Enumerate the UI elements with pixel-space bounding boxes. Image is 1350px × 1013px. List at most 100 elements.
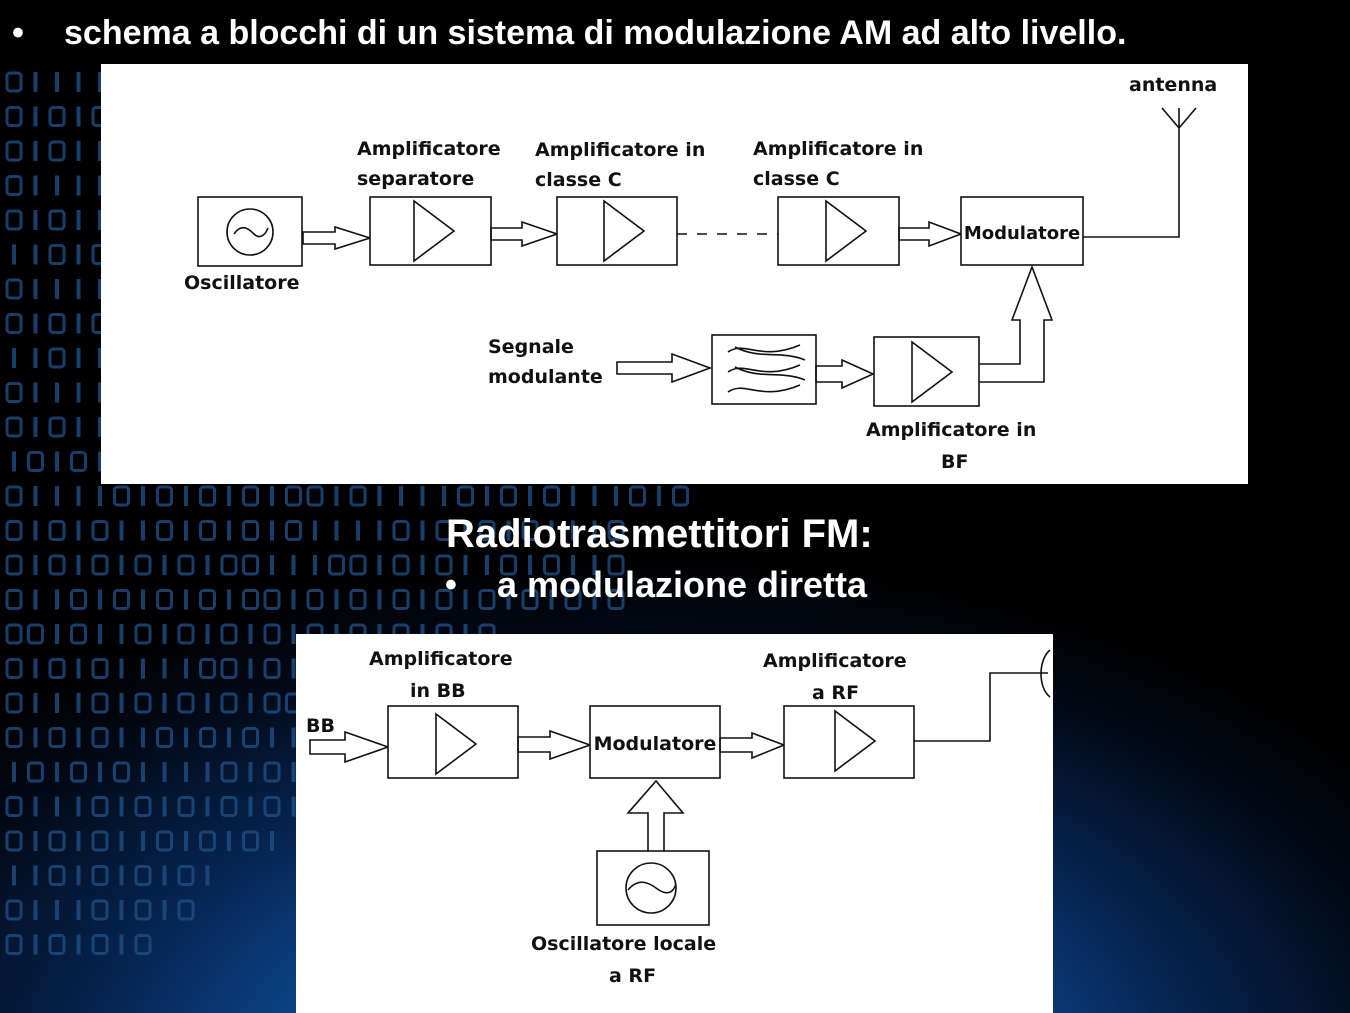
binary-zero-mark <box>70 451 87 472</box>
binary-zero-mark <box>27 451 44 472</box>
arrow-icon <box>309 730 391 764</box>
binary-one-mark <box>76 693 81 713</box>
binary-one-mark <box>291 555 296 575</box>
binary-zero-mark <box>263 658 281 679</box>
binary-zero-mark <box>435 589 453 610</box>
binary-zero-mark <box>199 485 216 507</box>
binary-zero-mark <box>134 692 152 714</box>
binary-one-mark <box>98 210 102 230</box>
binary-one-mark <box>506 520 511 541</box>
binary-one-mark <box>291 624 296 644</box>
binary-zero-mark <box>113 761 130 783</box>
binary-zero-mark <box>263 692 281 714</box>
binary-one-mark <box>119 900 124 920</box>
binary-one-mark <box>12 451 16 472</box>
section-subtitle: a modulazione diretta <box>497 564 868 605</box>
class-c-amp-label: Amplificatore in <box>753 138 923 160</box>
antenna-icon <box>1083 107 1197 238</box>
binary-one-mark <box>33 589 38 610</box>
binary-one-mark <box>420 555 425 575</box>
binary-one-mark <box>98 382 102 403</box>
binary-one-mark <box>76 348 81 368</box>
binary-one-mark <box>98 589 102 610</box>
binary-zero-mark <box>27 623 44 645</box>
binary-one-mark <box>33 555 38 575</box>
binary-one-mark <box>76 900 81 920</box>
binary-one-mark <box>55 382 59 403</box>
binary-zero-mark <box>5 796 23 817</box>
binary-zero-mark <box>435 520 453 541</box>
binary-zero-mark <box>328 554 345 576</box>
binary-zero-mark <box>220 796 238 817</box>
local-oscillator-block <box>596 850 710 926</box>
binary-zero-mark <box>5 106 23 127</box>
binary-zero-mark <box>543 554 560 576</box>
binary-one-mark <box>227 486 231 506</box>
modulating-signal-label: Segnale <box>488 336 574 358</box>
binary-one-mark <box>55 72 59 92</box>
binary-one-mark <box>119 831 124 851</box>
binary-one-mark <box>356 520 360 541</box>
binary-one-mark <box>119 693 124 713</box>
bf-amp-label: BF <box>941 451 968 473</box>
binary-one-mark <box>162 555 167 575</box>
binary-zero-mark <box>91 658 109 679</box>
binary-zero-mark <box>478 589 496 610</box>
binary-one-mark <box>119 520 124 541</box>
binary-one-mark <box>119 555 124 575</box>
binary-one-mark <box>55 279 59 299</box>
binary-one-mark <box>184 486 188 506</box>
binary-zero-mark <box>5 416 23 438</box>
binary-zero-mark <box>91 554 109 576</box>
bb-amp-label: Amplificatore <box>369 648 513 670</box>
binary-one-mark <box>205 693 210 713</box>
binary-one-mark <box>12 244 16 265</box>
binary-one-mark <box>33 934 38 955</box>
buffer-amp-label: Amplificatore <box>357 138 501 160</box>
binary-one-mark <box>33 313 38 334</box>
binary-zero-mark <box>285 520 302 541</box>
class-c-amp-label: classe C <box>535 169 622 191</box>
arrow-up-icon <box>626 779 685 851</box>
binary-zero-mark <box>263 589 281 610</box>
binary-zero-mark <box>521 520 539 541</box>
binary-zero-mark <box>306 589 324 610</box>
binary-one-mark <box>162 693 167 713</box>
binary-zero-mark <box>5 71 23 93</box>
binary-one-mark <box>76 727 81 748</box>
binary-zero-mark <box>91 865 109 886</box>
binary-one-mark <box>55 693 59 713</box>
oscillator-block <box>197 196 303 267</box>
binary-one-mark <box>12 348 16 368</box>
binary-one-mark <box>33 831 38 851</box>
binary-zero-mark <box>5 278 23 300</box>
binary-one-mark <box>119 865 124 886</box>
binary-one-mark <box>571 555 575 575</box>
binary-zero-mark <box>177 692 195 714</box>
binary-zero-mark <box>5 934 23 955</box>
binary-zero-mark <box>199 830 216 852</box>
binary-zero-mark <box>242 554 259 576</box>
binary-zero-mark <box>220 761 238 783</box>
binary-zero-mark <box>91 934 109 955</box>
class-c-amplifier-block <box>777 196 900 266</box>
binary-one-mark <box>162 796 167 817</box>
binary-one-mark <box>119 727 124 748</box>
binary-zero-mark <box>5 485 23 507</box>
binary-one-mark <box>98 348 102 368</box>
binary-one-mark <box>270 727 274 748</box>
binary-zero-mark <box>177 865 195 886</box>
binary-zero-mark <box>177 554 195 576</box>
binary-zero-mark <box>457 485 474 507</box>
binary-zero-mark <box>91 796 109 817</box>
binary-one-mark <box>76 796 81 817</box>
binary-zero-mark <box>672 485 689 507</box>
binary-one-mark <box>33 244 38 265</box>
class-c-amplifier-block <box>556 196 678 266</box>
modulating-signal-label: modulante <box>488 366 603 388</box>
binary-one-mark <box>205 865 210 886</box>
binary-one-mark <box>141 589 145 610</box>
binary-one-mark <box>76 555 81 575</box>
arrow-icon <box>302 225 373 251</box>
binary-one-mark <box>377 589 382 610</box>
